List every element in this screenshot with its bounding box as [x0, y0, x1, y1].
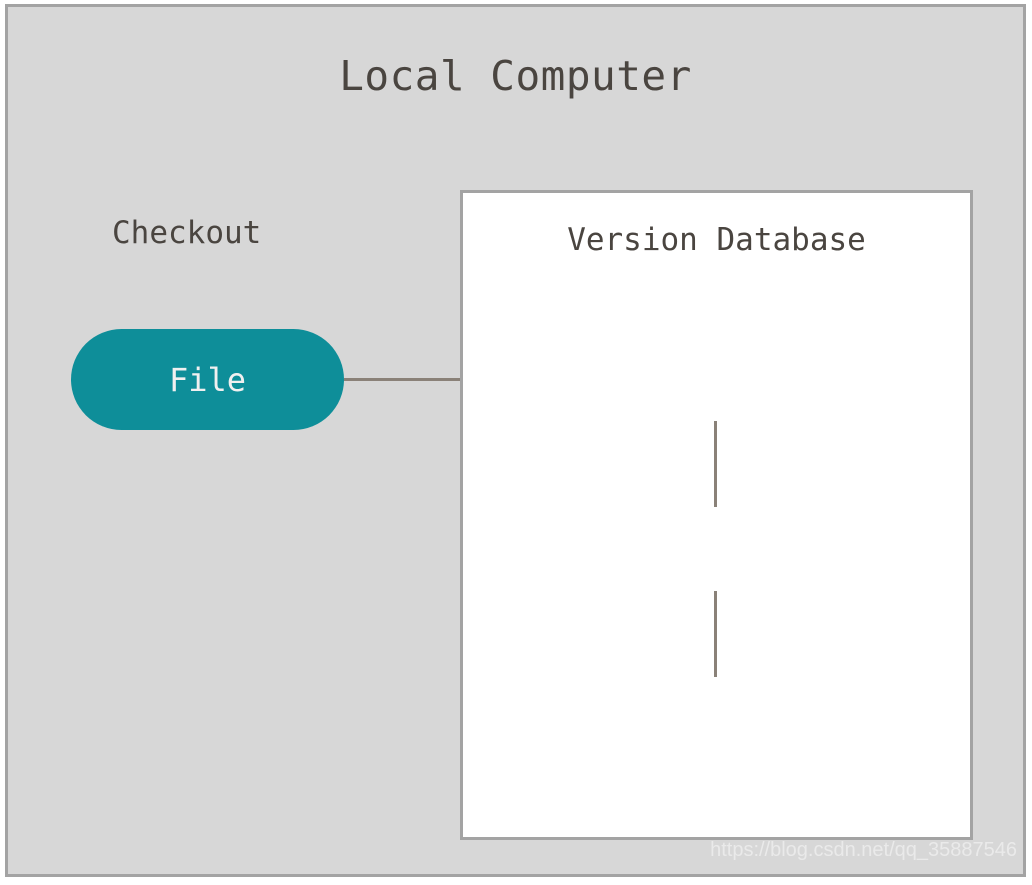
- connector-version-3-to-version-2: [714, 421, 717, 507]
- local-computer-title: Local Computer: [339, 52, 692, 100]
- checkout-file-node-label: File: [168, 360, 247, 399]
- version-database-panel: Version Database Version 3 Version 2 Ver…: [460, 190, 973, 840]
- checkout-label: Checkout: [112, 215, 262, 251]
- local-computer-frame: Local Computer Checkout File Version Dat…: [5, 4, 1026, 877]
- checkout-file-node[interactable]: File: [71, 329, 344, 430]
- connector-version-2-to-version-1: [714, 591, 717, 677]
- version-database-title: Version Database: [567, 222, 866, 258]
- watermark: https://blog.csdn.net/qq_35887546: [710, 839, 1017, 861]
